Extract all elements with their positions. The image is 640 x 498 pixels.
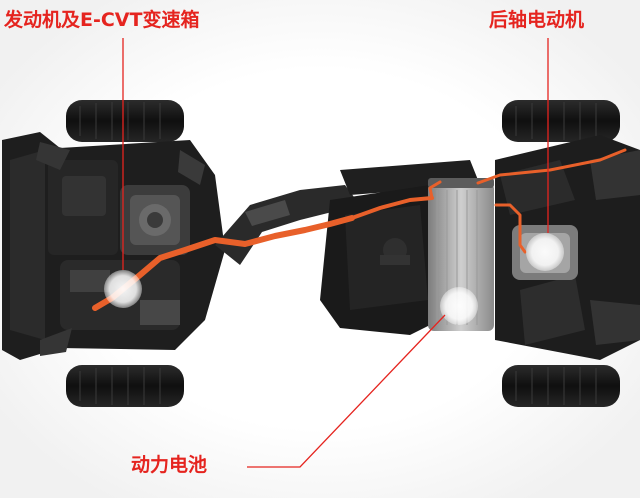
power-battery-label: 动力电池: [131, 454, 208, 476]
front-right-tire: [66, 365, 184, 407]
rear-axle-motor-label: 后轴电动机: [489, 9, 585, 31]
battery-highlight: [440, 287, 478, 325]
front-left-tire: [66, 100, 184, 142]
engine-highlight: [104, 270, 142, 308]
rear-left-tire: [502, 100, 620, 142]
rear-subframe: [495, 135, 640, 360]
fuel-tank: [320, 185, 440, 335]
leader-lines: [122, 38, 549, 468]
engine-transmission-label: 发动机及E-CVT变速箱: [4, 9, 200, 31]
rear-right-tire: [502, 365, 620, 407]
tires: [66, 100, 620, 407]
battery-leader-line: [247, 314, 446, 468]
rear-motor-highlight: [526, 233, 564, 271]
front-subframe: [2, 132, 225, 360]
